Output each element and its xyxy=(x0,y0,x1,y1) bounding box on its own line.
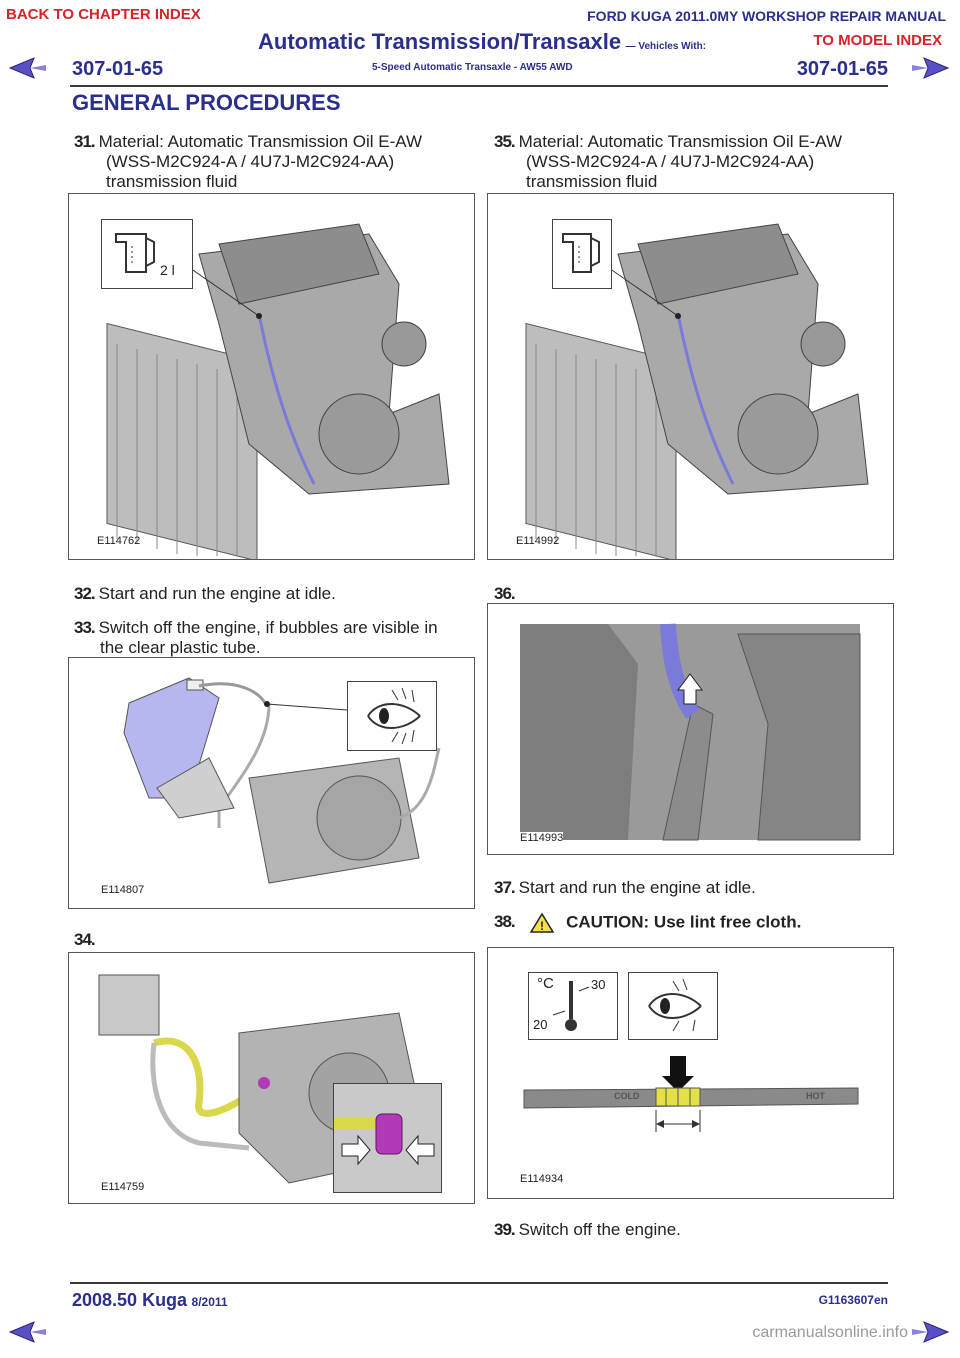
footer-model-name: 2008.50 Kuga xyxy=(72,1290,188,1310)
step-text: transmission fluid xyxy=(106,172,238,191)
step-text: the clear plastic tube. xyxy=(100,638,261,657)
caution-text: CAUTION: Use lint free cloth. xyxy=(566,912,802,932)
step-text: transmission fluid xyxy=(526,172,658,191)
eye-inspect-icon xyxy=(367,687,421,745)
footer-model: 2008.50 Kuga 8/2011 xyxy=(72,1290,228,1311)
figure-dipstick-level: °C 30 20 COLD HOT E114934 xyxy=(487,947,894,1199)
footer-rule xyxy=(70,1282,888,1284)
eye-inspect-icon xyxy=(648,978,702,1032)
measuring-jug-icon xyxy=(115,233,155,273)
next-page-arrow-icon[interactable] xyxy=(910,1320,950,1344)
fluid-callout xyxy=(552,219,612,289)
to-model-index-link[interactable]: TO MODEL INDEX xyxy=(813,32,942,49)
step-number: 36. xyxy=(494,584,516,603)
step-number: 35. xyxy=(494,132,516,151)
step-text: Material: Automatic Transmission Oil E-A… xyxy=(518,132,843,151)
page-number-left: 307-01-65 xyxy=(72,58,164,80)
footer-date: 8/2011 xyxy=(191,1295,228,1309)
step-number: 32. xyxy=(74,584,96,603)
figure-engine-fluid: 2 l E114762 xyxy=(68,193,475,560)
warning-triangle-icon: ! xyxy=(530,912,555,933)
section-title: Automatic Transmission/Transaxle xyxy=(258,29,622,54)
step-text: (WSS-M2C924-A / 4U7J-M2C924-AA) xyxy=(526,152,815,171)
figure-hose-plug: E114759 xyxy=(68,952,475,1204)
temperature-unit: °C xyxy=(537,975,554,992)
step-number: 34. xyxy=(74,930,96,949)
transaxle-container-illustration xyxy=(123,677,441,884)
dipstick-tube-illustration xyxy=(520,623,861,841)
step-text: Start and run the engine at idle. xyxy=(518,878,756,897)
step-text: Material: Automatic Transmission Oil E-A… xyxy=(98,132,423,151)
figure-id: E114762 xyxy=(97,535,141,547)
step-number: 33. xyxy=(74,618,96,637)
figure-clear-tube-check: E114807 xyxy=(68,657,475,909)
fluid-volume-callout: 2 l xyxy=(101,219,193,289)
dipstick-cold-mark: COLD xyxy=(614,1091,640,1101)
step-number: 38. xyxy=(494,912,516,932)
previous-page-arrow-icon[interactable] xyxy=(8,1320,48,1344)
chapter-heading: GENERAL PROCEDURES xyxy=(72,90,341,115)
step-32: 32.Start and run the engine at idle. xyxy=(74,584,336,604)
temperature-callout: °C 30 20 xyxy=(528,972,618,1040)
manual-title: FORD KUGA 2011.0MY WORKSHOP REPAIR MANUA… xyxy=(587,8,946,24)
figure-tube-disconnect: E114993 xyxy=(487,603,894,855)
svg-text:!: ! xyxy=(540,919,544,933)
dipstick-hot-mark: HOT xyxy=(806,1091,825,1101)
next-page-arrow-icon[interactable] xyxy=(910,56,950,80)
step-31: 31.Material: Automatic Transmission Oil … xyxy=(74,132,474,192)
temperature-low: 20 xyxy=(533,1017,548,1032)
step-text: Start and run the engine at idle. xyxy=(98,584,336,603)
figure-id: E114992 xyxy=(516,535,560,547)
figure-engine-fluid-2: E114992 xyxy=(487,193,894,560)
back-to-chapter-link[interactable]: BACK TO CHAPTER INDEX xyxy=(6,6,201,23)
figure-id: E114807 xyxy=(101,884,145,896)
vehicles-with: — Vehicles With: xyxy=(625,41,707,52)
engine-illustration xyxy=(106,223,450,559)
fluid-volume-label: 2 l xyxy=(160,262,175,278)
measuring-jug-icon xyxy=(562,233,600,273)
step-37: 37.Start and run the engine at idle. xyxy=(494,878,756,898)
step-34: 34. xyxy=(74,930,99,950)
step-number: 37. xyxy=(494,878,516,897)
plug-detail-inset xyxy=(333,1083,442,1193)
step-number: 39. xyxy=(494,1220,516,1239)
step-text: Switch off the engine, if bubbles are vi… xyxy=(98,618,438,637)
plug-detail-illustration xyxy=(334,1113,435,1166)
step-35: 35.Material: Automatic Transmission Oil … xyxy=(494,132,894,192)
section-subtitle: 5-Speed Automatic Transaxle - AW55 AWD xyxy=(372,62,573,73)
step-38: 38. ! CAUTION: Use lint free cloth. xyxy=(494,912,801,934)
temperature-high: 30 xyxy=(591,977,606,992)
figure-id: E114934 xyxy=(520,1173,564,1185)
inspection-callout xyxy=(628,972,718,1040)
step-39: 39.Switch off the engine. xyxy=(494,1220,681,1240)
visual-inspection-callout xyxy=(347,681,437,751)
footer-code: G1163607en xyxy=(818,1293,888,1307)
section-title-row: Automatic Transmission/Transaxle — Vehic… xyxy=(258,29,706,55)
step-text: Switch off the engine. xyxy=(518,1220,681,1239)
step-text: (WSS-M2C924-A / 4U7J-M2C924-AA) xyxy=(106,152,395,171)
step-33: 33.Switch off the engine, if bubbles are… xyxy=(74,618,474,658)
header-rule xyxy=(70,85,888,87)
thermometer-icon xyxy=(552,981,590,1031)
step-number: 31. xyxy=(74,132,96,151)
figure-id: E114993 xyxy=(520,832,564,844)
watermark: carmanualsonline.info xyxy=(752,1324,908,1341)
dipstick-illustration xyxy=(523,1056,859,1132)
engine-illustration xyxy=(525,223,869,559)
page-number-right: 307-01-65 xyxy=(796,58,888,80)
figure-id: E114759 xyxy=(101,1181,145,1193)
step-36: 36. xyxy=(494,584,519,604)
previous-page-arrow-icon[interactable] xyxy=(8,56,48,80)
